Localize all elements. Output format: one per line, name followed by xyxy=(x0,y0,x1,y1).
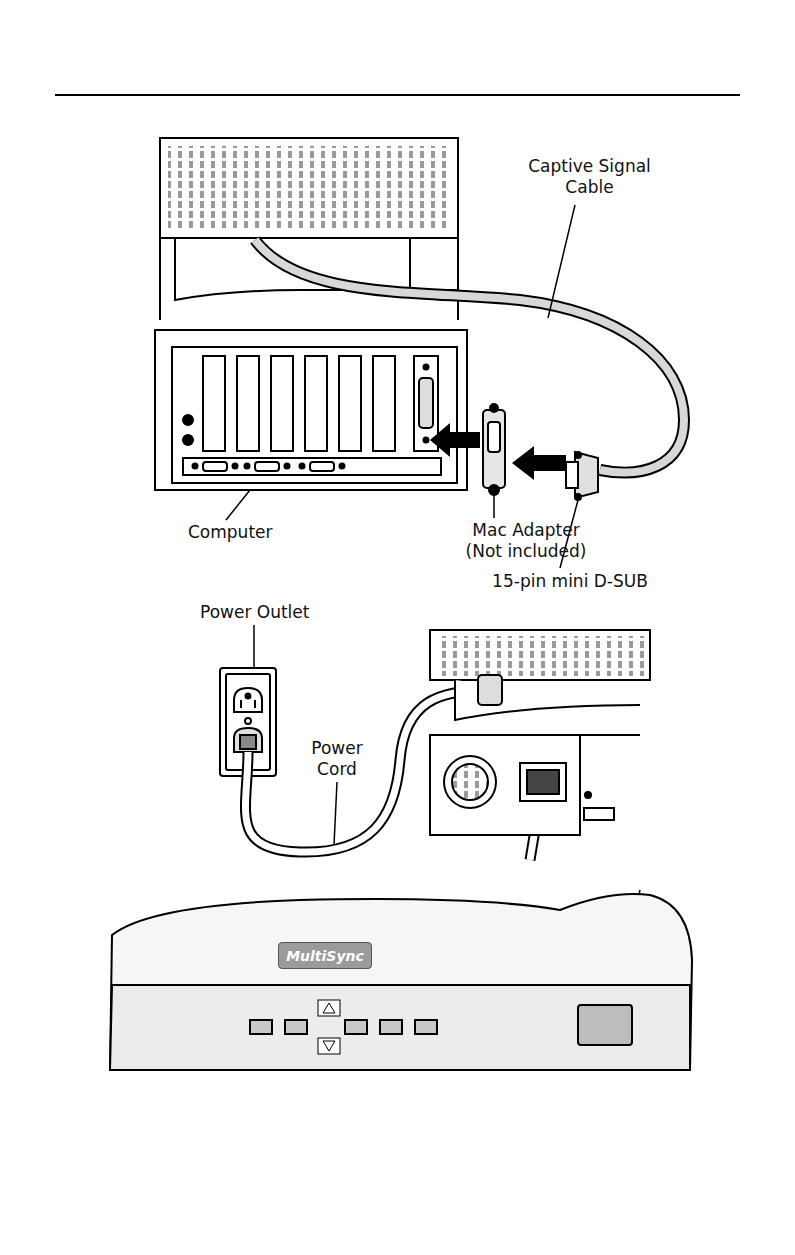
monitor-back-power xyxy=(527,770,559,794)
computer-case xyxy=(340,464,345,469)
dsub-connector xyxy=(575,494,581,500)
computer-case xyxy=(424,438,429,443)
power-outlet xyxy=(234,728,262,752)
computer-case xyxy=(183,458,441,475)
monitor-front xyxy=(415,1020,437,1034)
leader-lines xyxy=(334,782,337,845)
monitor-front xyxy=(318,1000,340,1016)
part-label: Mac Adapter (Not included) xyxy=(460,520,592,563)
computer-case xyxy=(373,356,395,451)
monitor-back-power xyxy=(430,735,580,835)
monitor-front xyxy=(323,1003,335,1013)
monitor-front xyxy=(110,894,692,1070)
signal-cable xyxy=(255,240,684,472)
monitor-back-power xyxy=(580,734,640,736)
leader-lines xyxy=(548,205,575,318)
computer-case xyxy=(193,464,198,469)
monitor-back-power xyxy=(478,675,502,705)
monitor-back xyxy=(160,138,458,238)
part-label: Captive Signal Cable xyxy=(522,156,657,199)
monitor-front xyxy=(323,1041,335,1051)
computer-case xyxy=(183,435,193,445)
computer-case xyxy=(155,330,467,490)
power-outlet xyxy=(246,694,251,699)
header-rule xyxy=(55,94,740,96)
mac-adapter xyxy=(489,485,499,495)
computer-case xyxy=(203,356,225,451)
insert-arrows xyxy=(430,423,480,457)
computer-case xyxy=(172,347,457,483)
monitor-back-power xyxy=(520,763,566,801)
monitor-back-power xyxy=(444,756,496,808)
monitor-front xyxy=(318,1038,340,1054)
logo-badge: MultiSync xyxy=(278,942,372,969)
mac-adapter xyxy=(490,404,498,412)
part-label: Computer xyxy=(188,522,298,543)
monitor-back-power xyxy=(430,630,650,835)
power-outlet xyxy=(234,688,262,712)
computer-case xyxy=(285,464,290,469)
computer-case xyxy=(305,356,327,451)
computer-case xyxy=(237,356,259,451)
monitor-front xyxy=(345,1020,367,1034)
monitor-front xyxy=(110,985,690,1070)
computer-case xyxy=(271,356,293,451)
dsub-connector xyxy=(566,452,598,500)
leader-lines xyxy=(253,625,255,668)
mac-adapter xyxy=(488,422,500,452)
insert-arrows xyxy=(512,446,566,480)
computer-case xyxy=(233,464,238,469)
dsub-connector xyxy=(575,452,581,458)
monitor-front xyxy=(578,1005,632,1045)
computer-case xyxy=(339,356,361,451)
signal-cable xyxy=(255,240,684,472)
monitor-front xyxy=(380,1020,402,1034)
computer-case xyxy=(203,462,227,471)
computer-case xyxy=(300,464,305,469)
computer-case xyxy=(155,330,467,490)
power-outlet xyxy=(254,700,256,708)
power-outlet xyxy=(240,700,242,708)
mac-adapter xyxy=(483,404,505,495)
monitor-back xyxy=(409,238,411,290)
monitor-back xyxy=(168,146,448,231)
computer-case xyxy=(255,462,279,471)
computer-case xyxy=(183,415,193,425)
computer-case xyxy=(245,464,250,469)
monitor-front xyxy=(250,1020,272,1034)
monitor-back-power xyxy=(436,636,646,676)
signal-cable xyxy=(255,240,684,472)
logo-text: MultiSync xyxy=(286,948,364,964)
mac-adapter xyxy=(483,410,505,488)
computer-case xyxy=(424,365,429,370)
monitor-back-power xyxy=(585,792,591,798)
insert-arrows xyxy=(430,423,566,480)
monitor-front xyxy=(285,1020,307,1034)
computer-case xyxy=(419,378,433,428)
computer-case xyxy=(310,462,334,471)
part-label: 15-pin mini D-SUB xyxy=(455,571,685,592)
power-outlet xyxy=(240,735,256,749)
power-outlet xyxy=(245,718,251,724)
part-label: Power Cord xyxy=(306,738,368,781)
monitor-back xyxy=(160,237,458,239)
monitor-front xyxy=(110,894,692,1070)
leader-lines xyxy=(493,495,495,518)
monitor-back-power xyxy=(430,630,650,680)
monitor-back-power xyxy=(584,808,614,820)
part-label: Power Outlet xyxy=(200,602,330,623)
dsub-connector xyxy=(566,462,578,488)
leader-lines xyxy=(226,490,250,520)
monitor-back-power xyxy=(452,764,488,800)
